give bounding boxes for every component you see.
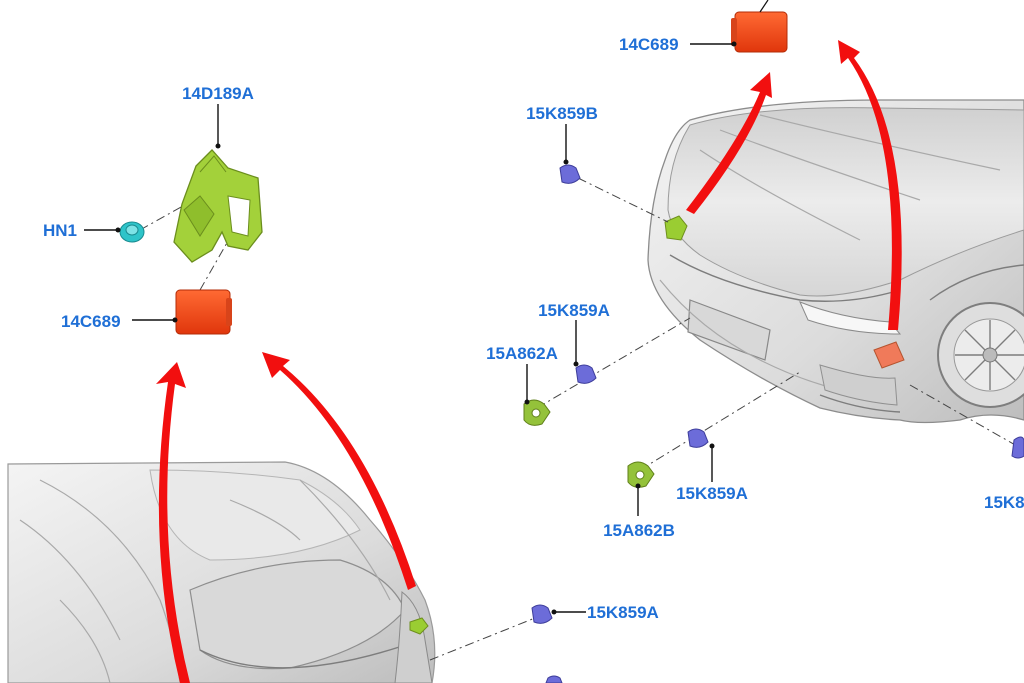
callout-labels: 14D189A HN1 14C689 14C689 15K859B 15K859… <box>43 35 1024 622</box>
callout-hn1: HN1 <box>43 221 77 240</box>
sensor-15k8-right <box>1011 436 1024 459</box>
callout-15k859b: 15K859B <box>526 104 598 123</box>
callout-14c689-top: 14C689 <box>619 35 679 54</box>
red-arrow-1 <box>156 362 190 683</box>
sensor-15k859a-3 <box>531 604 553 624</box>
callout-15k859a-middle: 15K859A <box>676 484 748 503</box>
callout-14c689-left: 14C689 <box>61 312 121 331</box>
grommet-hn1 <box>119 221 145 243</box>
sensor-15k859b <box>559 164 581 184</box>
bracket-14d189a <box>173 149 263 263</box>
front-camera-location <box>664 215 688 241</box>
module-14c689-top <box>731 0 788 53</box>
callout-15a862a: 15A862A <box>486 344 558 363</box>
rear-sensor-location <box>409 617 429 635</box>
leader-lines <box>84 41 737 615</box>
location-arrows <box>156 40 902 683</box>
front-vehicle-illustration <box>647 99 1024 424</box>
assembly-lines <box>139 177 1024 661</box>
sensor-bottom-partial <box>545 675 563 683</box>
front-module-location <box>873 341 905 369</box>
sensor-bracket-15a862a <box>523 399 551 426</box>
red-arrow-2 <box>262 352 416 590</box>
sensor-15k859a-2 <box>687 428 709 448</box>
callout-15k859a-lower: 15K859A <box>587 603 659 622</box>
sensor-15k859a-1 <box>575 364 597 384</box>
callout-14d189a: 14D189A <box>182 84 254 103</box>
module-14c689-left <box>175 289 232 335</box>
rear-vehicle-illustration <box>7 461 436 683</box>
red-arrow-3 <box>686 72 772 214</box>
callout-15k8-partial: 15K8 <box>984 493 1024 512</box>
sensor-bracket-15a862b <box>627 461 655 488</box>
callout-15a862b: 15A862B <box>603 521 675 540</box>
callout-15k859a-upper: 15K859A <box>538 301 610 320</box>
red-arrow-4 <box>838 40 902 330</box>
